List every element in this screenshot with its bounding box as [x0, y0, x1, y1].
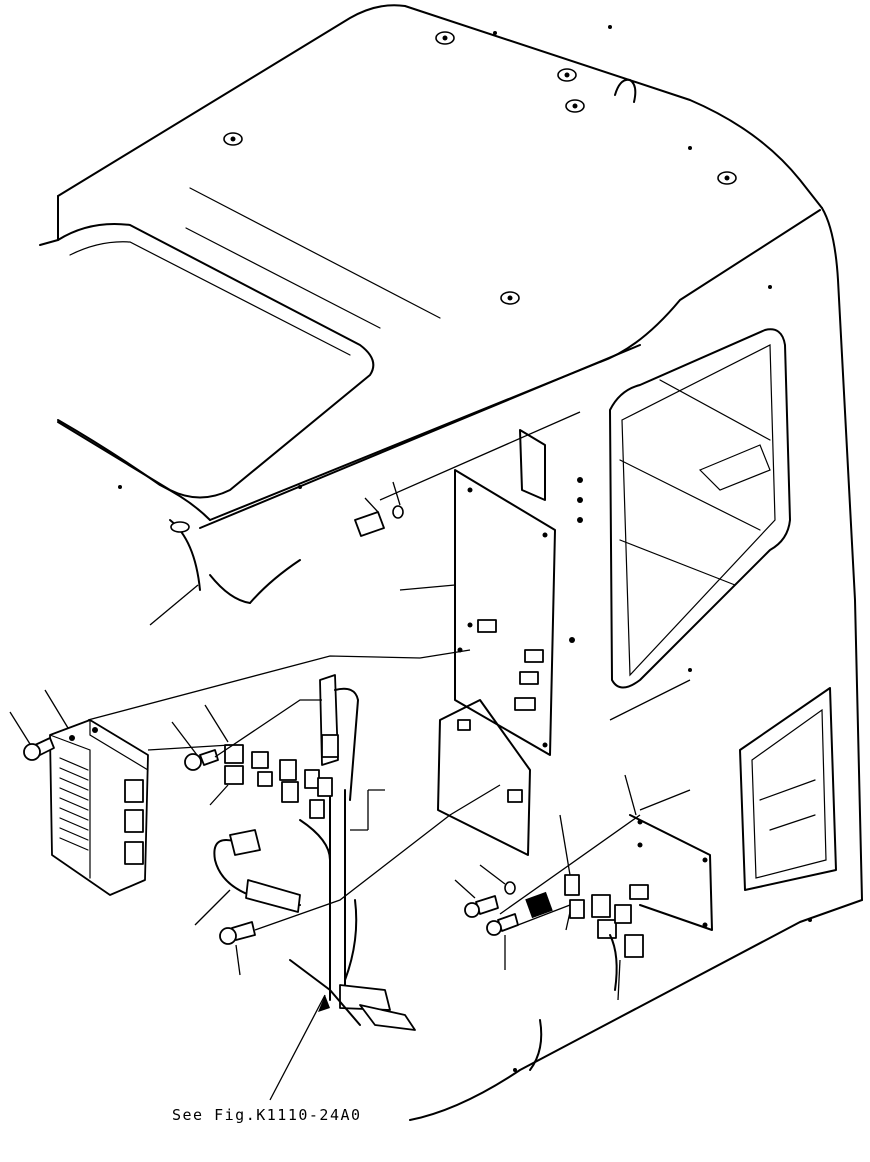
reference-arrow [318, 995, 330, 1012]
side-panel-plate [629, 814, 713, 931]
leader-lines [9, 411, 691, 1101]
relay-group-left [224, 734, 339, 819]
reference-note: See Fig.K1110-24A0 [172, 1106, 362, 1124]
relay-group-right [564, 874, 649, 991]
bolts [23, 505, 553, 945]
cab-shell [39, 4, 863, 1121]
heat-sink-fins [59, 757, 89, 851]
mounting-bracket-plate [437, 429, 583, 856]
wiring-harness [213, 674, 416, 1031]
controller-unit [49, 719, 149, 896]
